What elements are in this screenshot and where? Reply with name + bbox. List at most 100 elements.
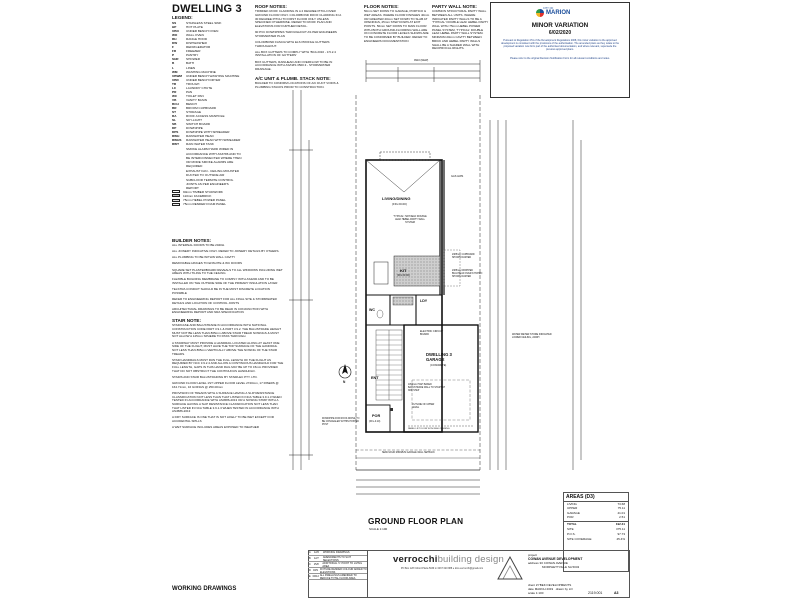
builder-notes-item: ARCHITECTURAL DRAWINGS TO BE READ IN CON… [172, 306, 269, 315]
project-address-1: 30 COWAN AVENUE [539, 561, 568, 565]
builder-notes-column: BUILDER NOTES: ALL INTERNAL DOORS TO BE … [172, 236, 284, 432]
drawn-label: drawn by [555, 587, 568, 591]
working-drawings-label: WORKING DRAWINGS [172, 586, 237, 592]
marion-logo-icon [536, 9, 544, 17]
legend-desc: RAINWATER HEAD WITH SPREADER [186, 138, 241, 143]
plan-scale: SCALE 1:100 [369, 527, 388, 531]
legend-desc: DOWNPIPE WITH SPREADER [186, 130, 230, 135]
label-elec: ELECTRIC CIRCUIT BOARD [420, 330, 444, 336]
roof-notes-item: 90 PVC DOWNPIPES THROUGHOUT AS PER ENGIN… [255, 30, 337, 38]
left-margin [0, 0, 168, 600]
revision-date: 12/6 [314, 551, 319, 554]
stamp-text-1: Pursuant to Regulation 47A of the Develo… [500, 39, 620, 52]
legend-desc: STORAGE [186, 110, 202, 115]
legend-desc: UNDER BENCH OVEN [186, 29, 219, 34]
legend-code: SS [172, 21, 177, 25]
legend-desc: RANGE HOOD [186, 37, 208, 42]
areas-label: POR [567, 515, 574, 520]
stamp-city-of: CITY OF [543, 7, 554, 10]
legend-desc: FREEZER [186, 49, 201, 54]
dwelling-title: DWELLING 3 [172, 3, 242, 15]
builder-notes-list: ALL INTERNAL DOORS TO BE 2040H.ALL JOINE… [172, 243, 284, 315]
plan-title: GROUND FLOOR PLAN [368, 517, 464, 526]
legend-row: DPS DOWNPIPE WITH SPREADER [172, 130, 282, 134]
legend-code: UBD [172, 77, 179, 82]
legend-heading: LEGEND: [172, 15, 193, 20]
areas-label: TOTAL [567, 521, 577, 526]
project-meta: client ZYBEK DEVELOPMENTS date MARCH 201… [528, 583, 573, 595]
legend-code: HP [172, 25, 177, 30]
legend-code: PR [172, 89, 177, 94]
label-por: POR [372, 414, 381, 418]
client-name: ZYBEK DEVELOPMENTS [535, 583, 572, 587]
legend-code: DPS [172, 130, 179, 135]
revision-date: 03/9 [313, 569, 318, 572]
legend-symbol-row: 75mm HEBEL POWER PANEL [172, 198, 282, 202]
label-bulkhead-note: 2385mm DROPPED BULKHEAD OVER KITCHEN SHO… [452, 270, 483, 278]
address-label: address [528, 561, 539, 565]
revision-id: E [309, 575, 311, 578]
brand-logo-icon [497, 555, 523, 580]
party-wall-notes-item: COMMON STRUCTURAL PARTY WALL BETWEEN ALL… [432, 9, 489, 51]
legend-code: BR [172, 105, 177, 110]
label-water: WATER METER STORE INDICATED LOWER CEILIN… [512, 333, 552, 339]
scale-label: scale [528, 591, 536, 595]
legend-desc: SKY-LIGHT [186, 118, 203, 123]
wall-type-swatch-icon [172, 202, 180, 206]
revision-id: D [309, 569, 311, 572]
stair-notes-item: STAIRCASE AND BALUSTRADE IN ACCORDANCE W… [172, 323, 282, 339]
legend-symbol-row: 90mm TIMBER STUDWORK [172, 190, 282, 194]
areas-value: 375.11 [616, 527, 625, 532]
areas-value: 75.11 [617, 506, 625, 511]
revision-id: A [309, 551, 311, 554]
legend-code: TR [172, 81, 177, 86]
council-approval-stamp: CITY OF MARION MINOR VARIATION 6/02/2020… [490, 2, 630, 98]
label-living-level: (FFL±0.00) [392, 202, 407, 206]
legend-code: P [172, 53, 175, 58]
areas-value: 2.51 [619, 515, 625, 520]
stair-notes-item: A STAIRWAY MUST PROVIDE A HANDRAIL LOCAT… [172, 340, 280, 356]
legend-symbol-row: 110mm FACEBRICK [172, 194, 282, 198]
legend-desc: TROUGH [186, 81, 200, 86]
legend-code: WC [172, 93, 178, 98]
roof-notes-list: TRIMDEK ROOF CLADDING IN A 2 DEGREE PITC… [255, 9, 342, 71]
label-fence: SEMI-SOLID MINIMUM GARAGE WALL SETBACK [382, 452, 435, 454]
legend-code: SHR [172, 57, 179, 62]
stair-notes-item: STAIRS AND STAIR BALUSTRADING BY STAIRLE… [172, 374, 258, 379]
builder-notes-heading: BUILDER NOTES: [172, 238, 212, 243]
revision-id: B [309, 557, 311, 560]
legend-desc: DISHWASHER [186, 41, 207, 46]
legend-desc: PANTRY [186, 53, 199, 58]
label-party-wall: 'TYPICAL' HAYFIELD DOUBLE LEAF HEBEL PAR… [393, 215, 427, 224]
project-info: project COWAN AVENUE DEVELOPMENT address… [528, 553, 628, 569]
party-wall-notes-list: COMMON STRUCTURAL PARTY WALL BETWEEN ALL… [432, 9, 490, 51]
label-gas: GAS HWS [451, 175, 464, 178]
legend-note: SUBFLOOR TERMITE CONTROL JOINTS AS PER E… [186, 177, 234, 190]
project-label: project [528, 553, 538, 557]
sheet-size: A3 [614, 591, 619, 595]
drawing-date: MARCH 2019 [534, 587, 554, 591]
legend-code: FR [172, 49, 177, 54]
roof-notes-item: ALL BOX GUTTERS TO COMPLY WITH 'BCA 2016… [255, 49, 336, 58]
legend-row: FR FREEZER [172, 49, 282, 53]
floor-notes-heading: FLOOR NOTES: [364, 4, 399, 9]
label-garage: DWELLING 3 GARAGE [426, 352, 452, 362]
legend-desc: ROOF ACCESS MANHOLE [186, 114, 225, 119]
client-label: client [528, 583, 536, 587]
kitchen-island [373, 261, 389, 285]
project-address-2: MORPHETTVILLE SA 5043 [542, 565, 580, 569]
